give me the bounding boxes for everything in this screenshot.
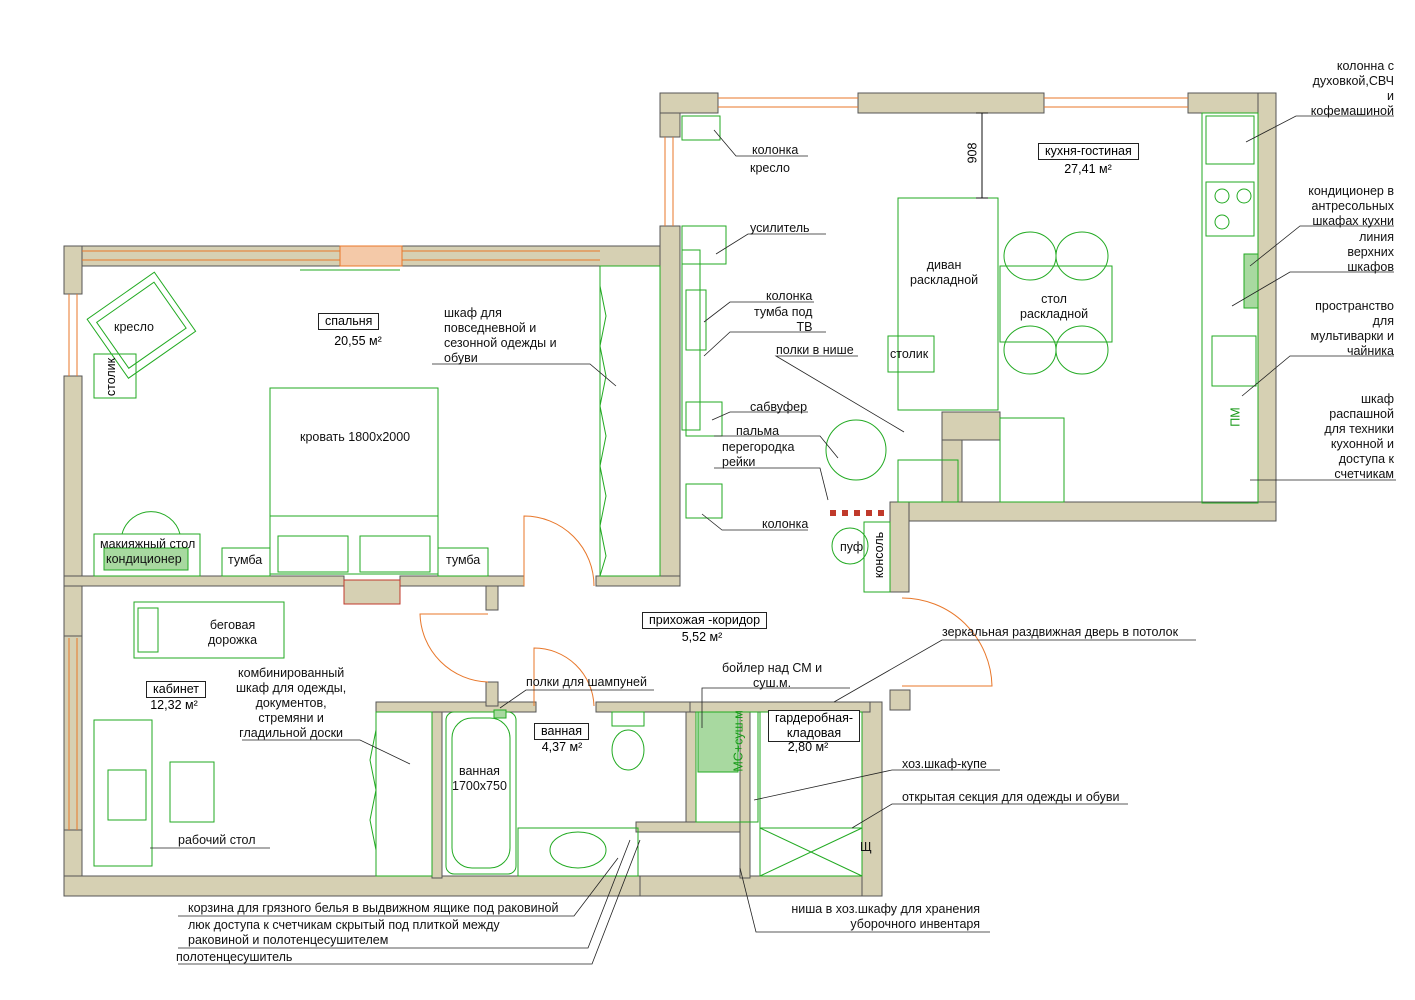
label-console: консоль — [872, 531, 887, 579]
label-armchair-bedroom: кресло — [114, 320, 155, 334]
callout-compartment: хоз.шкаф-купе — [902, 757, 987, 771]
callout-multicooker: пространство для мультиварки и чайника — [1310, 299, 1394, 358]
label-pouf: пуф — [840, 540, 864, 554]
label-boiler-unit: МС+суш.м — [731, 710, 746, 772]
callout-desk: рабочий стол — [178, 833, 256, 847]
label-dishwasher: ПМ — [1228, 407, 1243, 427]
callout-column-oven: колонна с духовкой,СВЧ и кофемашиной — [1310, 59, 1394, 118]
label-vanity: макияжный стол — [100, 537, 196, 551]
label-side-table: столик — [104, 357, 119, 397]
callout-amplifier: усилитель — [750, 221, 810, 235]
callout-tv-stand: тумба под ТВ — [754, 305, 813, 334]
label-coffee-table: столик — [890, 347, 929, 361]
callout-speaker-bottom: колонка — [762, 517, 809, 531]
callout-palm: пальма — [736, 424, 780, 438]
callout-open-section: открытая секция для одежды и обуви — [902, 790, 1120, 804]
callout-combined-wardrobe: комбинированный шкаф для одежды, докумен… — [236, 666, 347, 740]
callout-shampoo: полки для шампуней — [526, 675, 647, 689]
room-bathroom-name: ванная — [534, 723, 589, 740]
callout-partition: перегородка рейки — [722, 440, 795, 469]
room-bedroom-area: 20,55 м² — [334, 334, 382, 348]
doors — [419, 515, 993, 707]
callout-mirror-door: зеркальная раздвижная дверь в потолок — [942, 625, 1179, 639]
label-bath: ванная 1700х750 — [452, 764, 507, 793]
room-bedroom-name: спальня — [318, 313, 380, 330]
label-bed: кровать 1800х2000 — [300, 430, 411, 444]
room-bathroom-area: 4,37 м² — [541, 740, 583, 754]
callout-niche-shelves: полки в нише — [776, 343, 854, 357]
callout-subwoofer: сабвуфер — [750, 400, 808, 414]
shield-mark: Щ — [860, 840, 872, 854]
label-nightstand-left: тумба — [228, 553, 263, 567]
callout-speaker-mid: колонка — [766, 289, 813, 303]
callout-bedroom-wardrobe: шкаф для повседневной и сезонной одежды … — [444, 306, 557, 365]
callout-meter-cabinet: шкаф распашной для техники кухонной и до… — [1324, 392, 1394, 481]
label-dining-table: стол раскладной — [1020, 292, 1089, 321]
room-hall-name: прихожая -коридор — [642, 612, 768, 629]
room-study-name: кабинет — [146, 681, 207, 698]
room-kitchen-name: кухня-гостиная — [1038, 143, 1139, 160]
walls — [63, 92, 1277, 897]
callout-laundry-basket: корзина для грязного белья в выдвижном я… — [188, 901, 559, 915]
callout-upper-cabinets: линия верхних шкафов — [1347, 230, 1394, 274]
label-ac: кондиционер — [106, 552, 182, 566]
partition-slats — [830, 510, 884, 516]
room-wardrobe-name: гардеробная- кладовая — [768, 710, 860, 742]
callout-cleaning-niche: ниша в хоз.шкафу для хранения уборочного… — [791, 902, 980, 931]
room-wardrobe-area: 2,80 м² — [787, 740, 829, 754]
room-study-area: 12,32 м² — [150, 698, 198, 712]
room-kitchen-area: 27,41 м² — [1064, 162, 1112, 176]
callout-towel-dryer: полотенцесушитель — [176, 950, 293, 964]
leader-lines — [150, 115, 1396, 965]
label-armchair-living: кресло — [750, 161, 791, 175]
callout-meter-hatch: люк доступа к счетчикам скрытый под плит… — [188, 918, 500, 947]
dimension-908: 908 — [965, 142, 980, 164]
label-nightstand-right: тумба — [446, 553, 481, 567]
label-sofa: диван раскладной — [910, 258, 979, 287]
windows — [68, 97, 1188, 830]
callout-boiler: бойлер над СМ и суш.м. — [722, 661, 823, 690]
label-treadmill: беговая дорожка — [208, 618, 258, 647]
callout-ac-kitchen: кондиционер в антресольных шкафах кухни — [1308, 184, 1394, 228]
room-hall-area: 5,52 м² — [681, 630, 723, 644]
furniture — [86, 112, 1259, 877]
callout-speaker-top: колонка — [752, 143, 799, 157]
dimension-line — [976, 112, 988, 199]
